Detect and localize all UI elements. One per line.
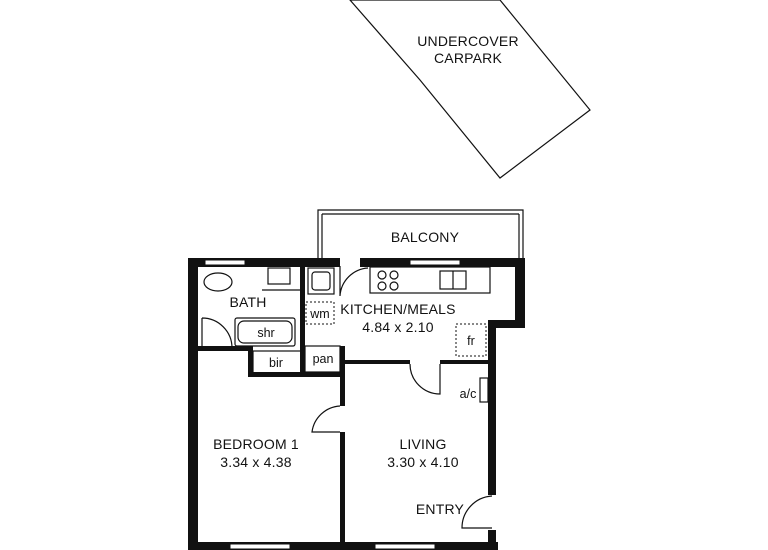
living-dimensions: 3.30 x 4.10 [387,454,458,470]
bedroom-door-icon [311,405,341,433]
toilet-icon [267,267,291,285]
fridge-box [455,323,487,357]
shr-label: shr [257,326,274,340]
wm-box [305,301,335,325]
shower-icon [234,317,296,347]
ac-label: a/c [460,387,477,401]
carpark-label-line2: CARPARK [434,50,503,66]
balcony-outline [317,209,524,262]
bedroom-dimensions: 3.34 x 4.38 [220,454,291,470]
bir-label: bir [269,356,283,370]
living-door-icon [409,363,441,395]
fr-label: fr [467,334,475,348]
carpark-label-line1: UNDERCOVER [417,33,519,49]
entry-door-icon [461,495,493,529]
bath-label: BATH [229,294,266,310]
wm-label: wm [309,307,329,321]
bath-door-icon [201,317,233,350]
living-label: LIVING [399,436,446,452]
entry-label: ENTRY [416,501,465,517]
bedroom-label: BEDROOM 1 [213,436,299,452]
basin-icon [203,272,233,292]
kitchen-label: KITCHEN/MEALS [340,301,455,317]
pan-label: pan [313,352,334,366]
carpark-outline [349,0,591,179]
balcony-label: BALCONY [391,229,460,245]
interior-walls [198,262,490,544]
kitchen-door-icon [339,266,369,297]
kitchen-dimensions: 4.84 x 2.10 [362,319,433,335]
